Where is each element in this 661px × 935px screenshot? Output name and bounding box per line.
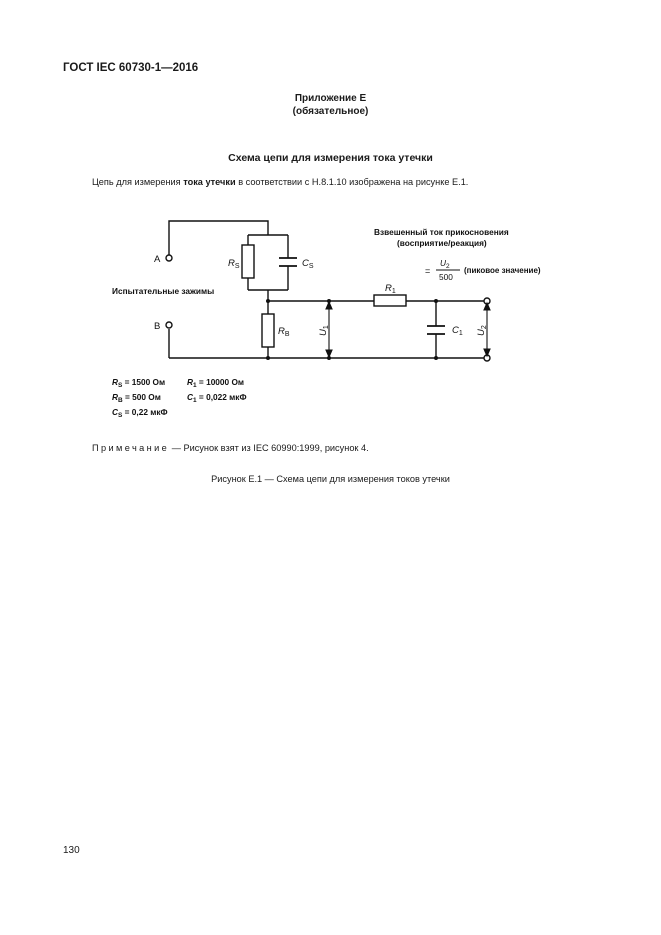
- annex-title: Приложение Е: [294, 93, 367, 104]
- value-c1: C1 = 0,022 мкФ: [187, 392, 247, 404]
- label-u1: U1: [318, 325, 330, 336]
- note-text: — Рисунок взят из IEC 60990:1999, рисуно…: [169, 443, 369, 453]
- document-code: ГОСТ IEC 60730-1—2016: [63, 62, 199, 74]
- label-u2: U2: [476, 325, 488, 336]
- resistor-rs: [241, 244, 255, 279]
- voltage-arrow-u2: [483, 301, 491, 358]
- leakage-current-circuit-diagram: A B Испытательные зажимы RS CS RB R1 C1 …: [112, 220, 541, 419]
- label-terminal-a: A: [154, 254, 161, 265]
- capacitor-c1: [427, 325, 445, 335]
- label-rs: RS: [228, 258, 240, 270]
- value-rb: RB = 500 Ом: [112, 392, 161, 404]
- annex-status: (обязательное): [292, 106, 369, 117]
- intro-paragraph: Цепь для измерения тока утечки в соответ…: [92, 177, 468, 187]
- terminal-b: [165, 321, 173, 329]
- section-title: Схема цепи для измерения тока утечки: [228, 152, 433, 164]
- note-label: Примечание: [92, 443, 170, 453]
- intro-text-bold: тока утечки: [183, 177, 236, 187]
- label-terminal-b: B: [154, 321, 160, 332]
- annex-heading: Приложение Е (обязательное): [0, 92, 661, 118]
- wire-a-top: [168, 220, 269, 255]
- weighted-title: Взвешенный ток прикосновения: [374, 227, 509, 237]
- label-test-terminals: Испытательные зажимы: [112, 286, 214, 296]
- label-r1: R1: [385, 283, 396, 295]
- page-number: 130: [63, 845, 80, 856]
- weighted-subtitle: (восприятие/реакция): [397, 238, 487, 248]
- resistor-rb: [261, 313, 275, 348]
- formula-denominator: 500: [439, 272, 453, 282]
- figure-caption: Рисунок Е.1 — Схема цепи для измерения т…: [211, 474, 450, 484]
- formula-numerator: U2: [440, 258, 450, 270]
- voltage-arrow-u1: [325, 300, 333, 359]
- intro-text-before: Цепь для измерения: [92, 177, 184, 187]
- label-cs: CS: [302, 258, 314, 270]
- junction-dots: [266, 299, 438, 360]
- value-r1: R1 = 10000 Ом: [187, 377, 244, 389]
- resistor-r1: [373, 294, 407, 307]
- value-rs: RS = 1500 Ом: [112, 377, 165, 389]
- intro-text-after: в соответствии с H.8.1.10 изображена на …: [235, 177, 469, 187]
- label-rb: RB: [278, 326, 290, 338]
- formula-equals: =: [425, 266, 430, 276]
- value-cs: CS = 0,22 мкФ: [112, 407, 168, 419]
- terminal-a: [165, 254, 173, 262]
- formula-note: (пиковое значение): [464, 266, 541, 275]
- capacitor-cs: [279, 257, 297, 267]
- label-c1: C1: [452, 325, 463, 337]
- figure-note: Примечание — Рисунок взят из IEC 60990:1…: [92, 443, 369, 453]
